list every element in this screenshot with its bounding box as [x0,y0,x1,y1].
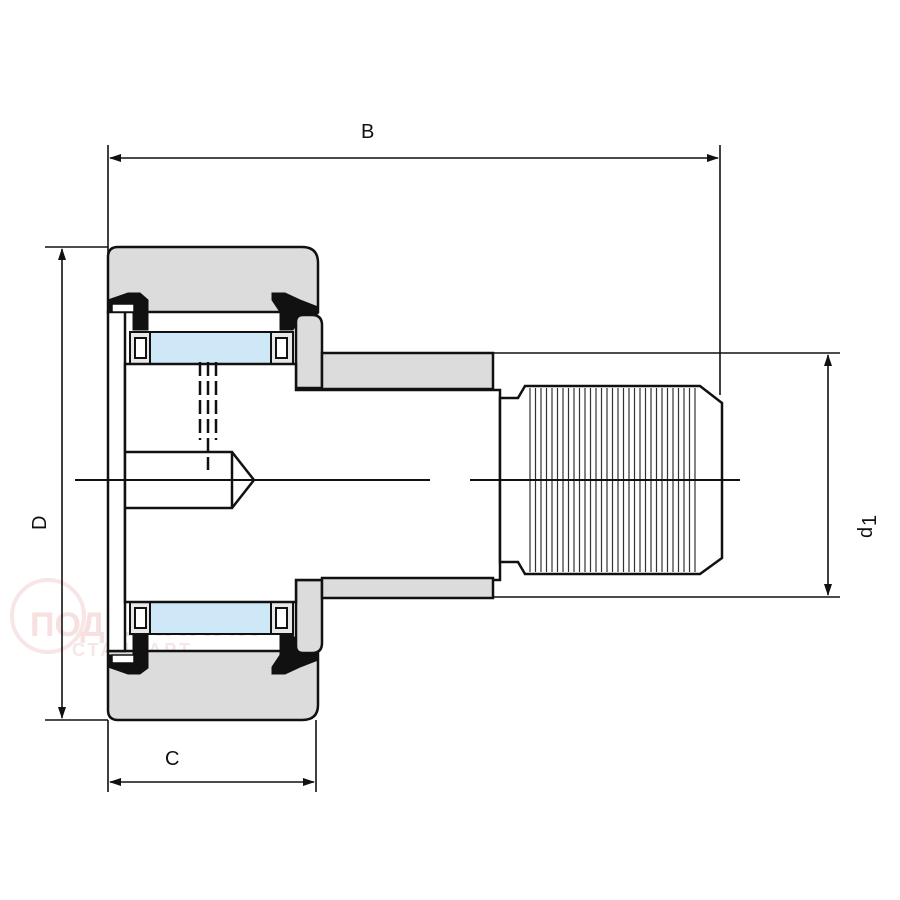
stud-body [123,351,502,604]
label-d1: d [855,527,877,538]
dimension-lines [45,145,840,792]
watermark-circle-icon [10,578,86,654]
label-D: D [29,516,51,530]
seal-bottom-left [107,634,149,675]
label-C: C [165,748,179,770]
flange [294,313,324,655]
needle-cage-bottom [149,601,272,635]
seals [107,292,319,675]
label-B: B [361,121,374,143]
needle-cage-top [149,331,272,365]
label-d1-subscript: 1 [859,515,881,526]
